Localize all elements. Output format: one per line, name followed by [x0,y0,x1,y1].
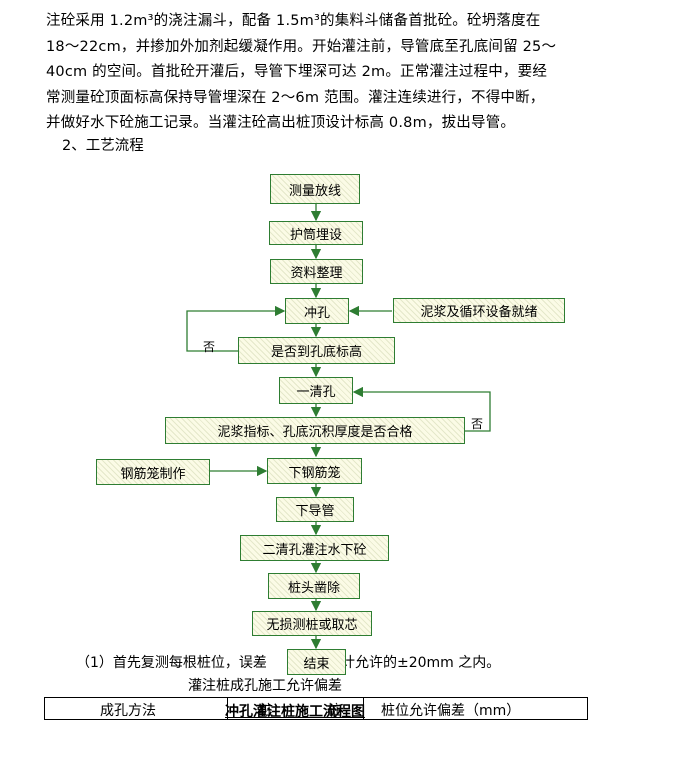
table-header-tolerance: 桩位允许偏差（mm） [381,703,521,719]
body-paragraph: 注砼采用 1.2m³的浇注漏斗，配备 1.5m³的集料斗储备首批砼。砼坍落度在 … [46,9,646,137]
step-label: 结束 [303,656,330,672]
no-label-right: 否 [471,417,484,431]
step-label: 钢筋笼制作 [120,466,186,482]
step-end: 结束 [287,649,346,675]
table-header-partial: 桩 [259,703,273,719]
step-label: 桩头凿除 [287,580,340,596]
step-slurry-equipment: 泥浆及循环设备就绪 [393,298,565,323]
no-label-left: 否 [203,340,216,354]
step-label: 下导管 [295,504,335,519]
step-casing: 护筒埋设 [269,221,363,245]
check-text-part1: （1）首先复测每根桩位，误差 [76,655,267,671]
step-label: 测量放线 [288,183,341,199]
table-header-partial: 桩 [327,703,341,719]
step-label: 冲孔 [303,305,330,321]
step-label: 泥浆及循环设备就绪 [420,305,538,320]
step-label: 无损测桩或取芯 [266,618,358,633]
step-first-clean: 一清孔 [279,377,353,404]
step-pile-head: 桩头凿除 [268,573,360,599]
step-survey: 测量放线 [270,174,360,204]
table-divider [227,698,228,719]
paragraph-line: 常测量砼顶面标高保持导管埋深在 2～6m 范围。灌注连续进行，不得中断， [46,89,545,106]
table-divider [363,698,364,719]
step-label: 护筒埋设 [289,227,342,243]
tolerance-subtitle: 灌注桩成孔施工允许偏差 [188,678,342,694]
check-text-part2: 设计允许的±20mm 之内。 [327,655,501,671]
section-heading: 2、工艺流程 [62,138,144,154]
step-test: 无损测桩或取芯 [252,611,372,636]
step-data: 资料整理 [270,259,363,284]
tolerance-table: 成孔方法 桩 桩 桩位允许偏差（mm） [44,697,588,720]
step-cage-make: 钢筋笼制作 [96,459,210,485]
paragraph-line: 注砼采用 1.2m³的浇注漏斗，配备 1.5m³的集料斗储备首批砼。砼坍落度在 [46,13,541,29]
step-drill: 冲孔 [285,298,349,324]
step-pipe-lower: 下导管 [276,497,354,522]
table-header-method: 成孔方法 [100,703,156,719]
paragraph-line: 18～22cm，并掺加外加剂起缓凝作用。开始灌注前，导管底至孔底间留 25～ [46,38,557,55]
step-slurry-check: 泥浆指标、孔底沉积厚度是否合格 [165,417,465,444]
step-cage-lower: 下钢筋笼 [267,458,362,484]
flowchart-caption: 冲孔灌注桩施工流程图 [225,704,365,720]
step-label: 一清孔 [296,385,336,400]
paragraph-line: 并做好水下砼施工记录。当灌注砼高出桩顶设计标高 0.8m，拔出导管。 [46,115,516,131]
step-label: 是否到孔底标高 [270,345,362,360]
step-second-clean: 二清孔灌注水下砼 [240,535,389,561]
step-depth-check: 是否到孔底标高 [238,337,395,364]
step-label: 二清孔灌注水下砼 [262,542,367,558]
step-label: 泥浆指标、孔底沉积厚度是否合格 [217,425,413,440]
step-label: 下钢筋笼 [288,465,341,481]
paragraph-line: 40cm 的空间。首批砼开灌后，导管下埋深可达 2m。正常灌注过程中，要经 [46,64,548,80]
step-label: 资料整理 [290,266,343,281]
